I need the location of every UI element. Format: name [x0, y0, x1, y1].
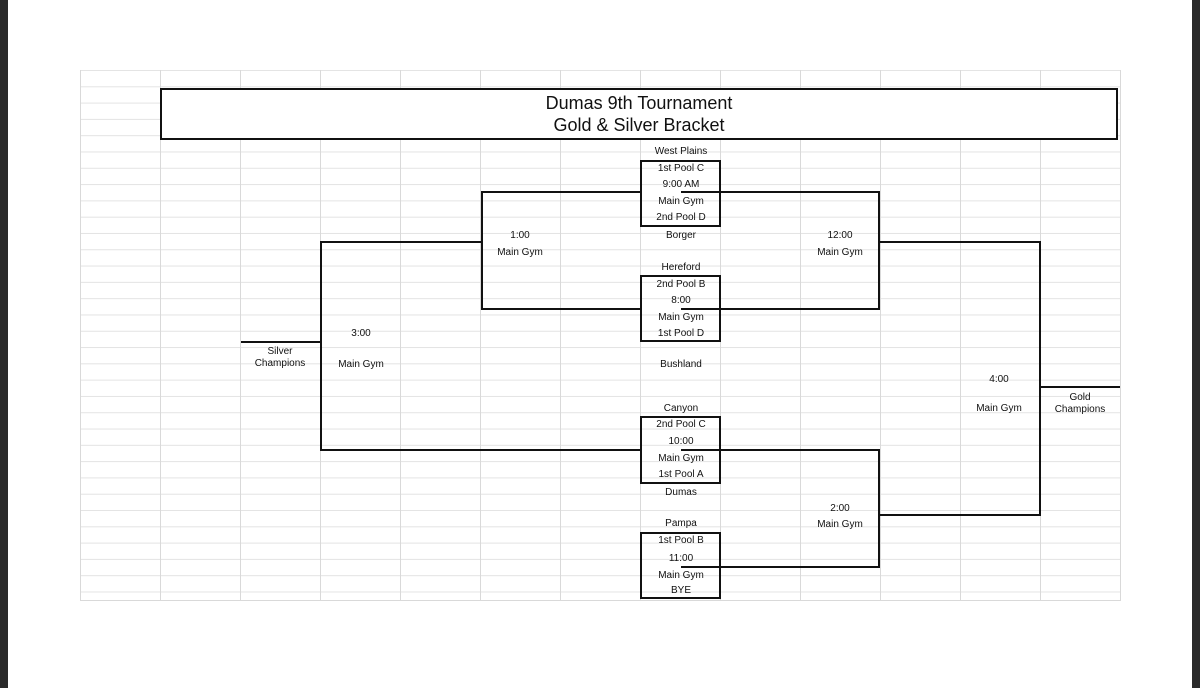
- gold-champions-label: Gold Champions: [1054, 392, 1106, 415]
- line-gold-semi-bottom-vertical: [878, 449, 880, 568]
- line-gold-semi-top-out: [878, 241, 1041, 243]
- seed-1st-pool-d: 1st Pool D: [657, 328, 705, 339]
- gold-semi-top-time: 12:00: [827, 230, 853, 241]
- team-canyon: Canyon: [663, 403, 699, 414]
- silver-final-venue: Main Gym: [338, 359, 384, 370]
- team-dumas: Dumas: [665, 487, 697, 498]
- seed-1st-pool-b: 1st Pool B: [658, 535, 704, 546]
- game-time-10am: 10:00: [668, 436, 694, 447]
- title-line-1: Dumas 9th Tournament: [545, 93, 733, 113]
- seed-2nd-pool-d: 2nd Pool D: [656, 212, 706, 223]
- gold-semi-top-venue: Main Gym: [817, 247, 863, 258]
- title-line-2: Gold & Silver Bracket: [553, 115, 725, 135]
- title-box: Dumas 9th Tournament Gold & Silver Brack…: [160, 88, 1118, 140]
- game-time-8am: 8:00: [671, 295, 691, 306]
- line-9am-left: [481, 191, 641, 193]
- line-gold-semi-bottom-out: [878, 514, 1041, 516]
- game-time-11am: 11:00: [668, 553, 694, 564]
- game-venue-9am: Main Gym: [658, 196, 704, 207]
- line-silver-champion: [241, 341, 322, 343]
- game-venue-8am: Main Gym: [658, 312, 704, 323]
- line-9am-right: [681, 191, 880, 193]
- seed-2nd-pool-b: 2nd Pool B: [656, 279, 706, 290]
- team-bushland: Bushland: [660, 359, 702, 370]
- silver-final-time: 3:00: [351, 328, 371, 339]
- silver-semi-time: 1:00: [510, 230, 530, 241]
- team-west-plains: West Plains: [654, 146, 708, 157]
- team-borger: Borger: [665, 230, 697, 241]
- line-10am-left: [320, 449, 641, 451]
- team-pampa: Pampa: [665, 518, 697, 529]
- seed-bye: BYE: [670, 585, 692, 596]
- game-venue-10am: Main Gym: [658, 453, 704, 464]
- game-time-9am: 9:00 AM: [662, 179, 700, 190]
- line-8am-right: [681, 308, 880, 310]
- game-box-11am: [640, 532, 721, 599]
- left-frame-border: [0, 0, 8, 688]
- gold-final-time: 4:00: [989, 374, 1009, 385]
- game-box-9am: [640, 160, 721, 227]
- seed-1st-pool-c: 1st Pool C: [657, 163, 705, 174]
- gold-semi-bottom-time: 2:00: [830, 503, 850, 514]
- silver-semi-venue: Main Gym: [497, 247, 543, 258]
- silver-champions-label: Silver Champions: [254, 346, 306, 369]
- game-venue-11am: Main Gym: [658, 570, 704, 581]
- seed-1st-pool-a: 1st Pool A: [658, 469, 704, 480]
- right-frame-border: [1192, 0, 1200, 688]
- line-gold-final-vertical: [1039, 241, 1041, 516]
- team-hereford: Hereford: [661, 262, 701, 273]
- line-gold-semi-top-vertical: [878, 191, 880, 310]
- gold-final-venue: Main Gym: [976, 403, 1022, 414]
- line-gold-champion: [1039, 386, 1120, 388]
- line-11am-right: [681, 566, 880, 568]
- line-silver-semi-vertical: [481, 191, 483, 310]
- gold-semi-bottom-venue: Main Gym: [817, 519, 863, 530]
- spreadsheet-grid: [80, 70, 1121, 601]
- line-10am-right: [681, 449, 880, 451]
- seed-2nd-pool-c: 2nd Pool C: [656, 419, 706, 430]
- line-silver-final-vertical: [320, 241, 322, 451]
- line-silver-semi-out: [320, 241, 483, 243]
- line-8am-left: [481, 308, 641, 310]
